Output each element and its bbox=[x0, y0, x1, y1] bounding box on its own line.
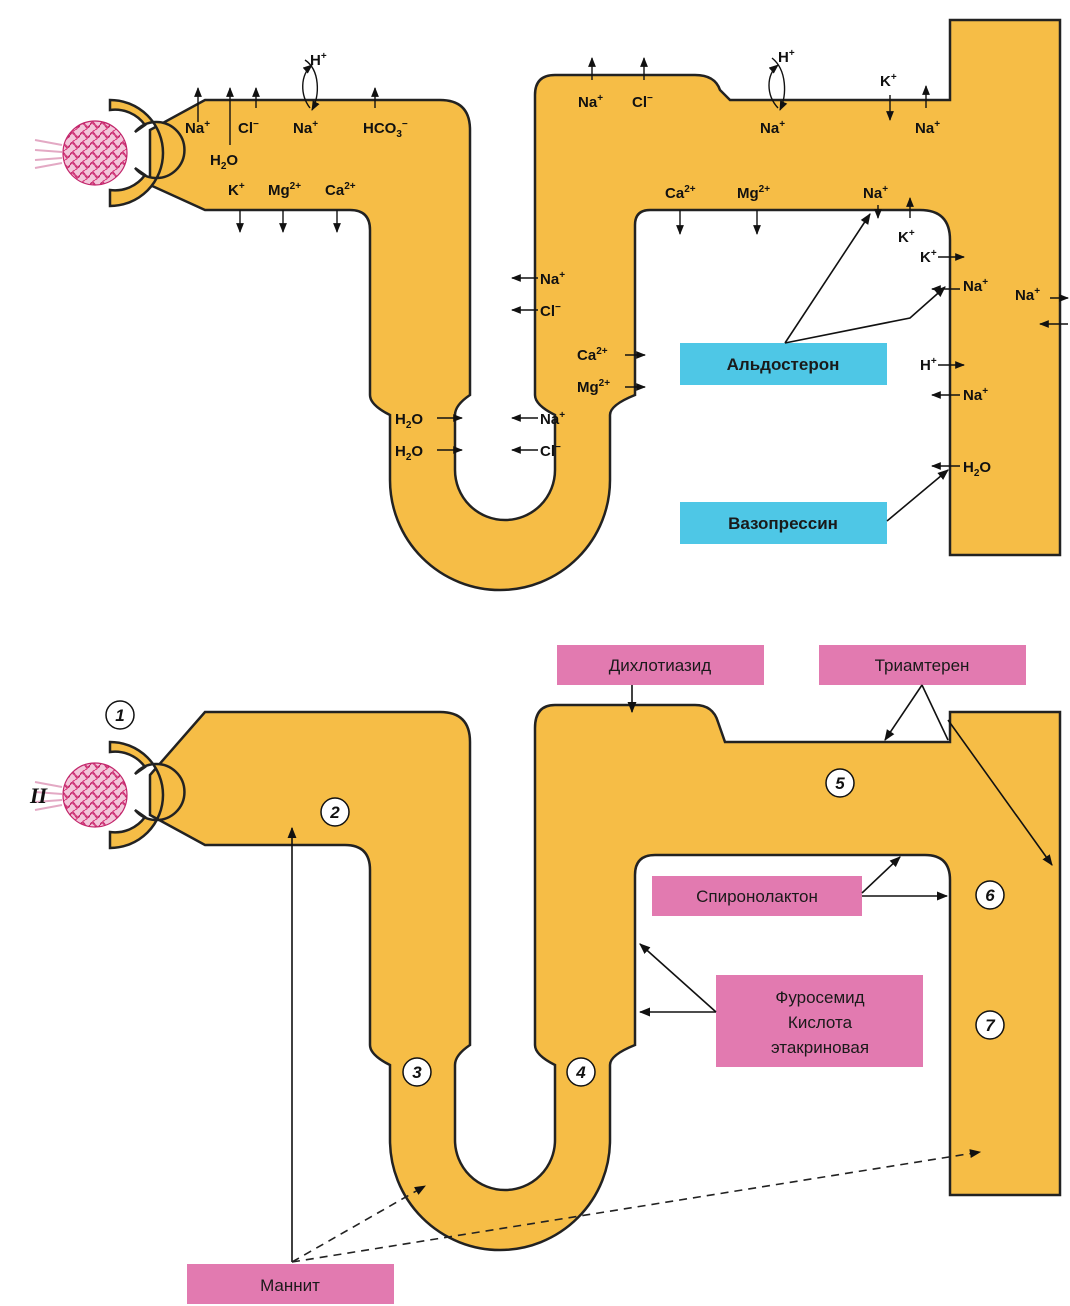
pt-h2o: H2O bbox=[210, 152, 238, 172]
pt-cl: Cl− bbox=[238, 119, 259, 137]
desc-h2o-2: H2O bbox=[395, 443, 423, 463]
top-pt-arrows bbox=[194, 59, 379, 233]
segment-number-markers: 1 2 3 4 5 6 7 bbox=[105, 700, 1005, 1087]
triamterene-label: Триамтерен bbox=[875, 656, 970, 675]
furosemide-label-line2: Кислота bbox=[788, 1013, 853, 1032]
dt-na: Na+ bbox=[578, 93, 603, 111]
pt-ca: Ca2+ bbox=[325, 181, 356, 199]
segment-7: 7 bbox=[985, 1016, 996, 1035]
bottom-tubule bbox=[148, 703, 1062, 1252]
dt-h: H+ bbox=[778, 48, 795, 66]
asc-na-2: Na+ bbox=[540, 410, 565, 428]
dt-na-2: Na+ bbox=[760, 119, 785, 137]
top-asc-arrows bbox=[511, 274, 646, 454]
asc-mg: Mg2+ bbox=[577, 378, 610, 396]
aldosterone-box: Альдостерон bbox=[680, 343, 887, 385]
bottom-afferent-vessels bbox=[34, 781, 63, 811]
dt-na-3: Na+ bbox=[915, 119, 940, 137]
drug-leader-lines bbox=[287, 684, 1053, 1263]
top-nephron bbox=[34, 18, 1062, 592]
dt-k: K+ bbox=[880, 72, 897, 90]
top-dt-arrows bbox=[588, 57, 930, 235]
asc-ca: Ca2+ bbox=[577, 346, 608, 364]
mannitol-label: Маннит bbox=[260, 1276, 320, 1295]
top-desc-arrows bbox=[437, 414, 463, 454]
triamterene-box: Триамтерен bbox=[819, 645, 1026, 685]
cd-na-1: Na+ bbox=[963, 277, 988, 295]
segment-3: 3 bbox=[412, 1063, 422, 1082]
segment-6: 6 bbox=[985, 886, 995, 905]
lt-k: K+ bbox=[898, 228, 915, 246]
spironolactone-label: Спиронолактон bbox=[696, 887, 818, 906]
vasopressin-box: Вазопрессин bbox=[680, 502, 887, 544]
bottom-nephron bbox=[34, 703, 1062, 1252]
vasopressin-label: Вазопрессин bbox=[728, 514, 838, 533]
dt-cl: Cl− bbox=[632, 93, 653, 111]
cd-k: K+ bbox=[920, 248, 937, 266]
furosemide-label-line3: этакриновая bbox=[771, 1038, 869, 1057]
top-tubule bbox=[148, 18, 1062, 592]
pt-k: K+ bbox=[228, 181, 245, 199]
dt-mg: Mg2+ bbox=[737, 184, 770, 202]
cd-h: H+ bbox=[920, 356, 937, 374]
asc-cl-2: Cl− bbox=[540, 442, 561, 460]
bottom-bowman-capsule bbox=[108, 740, 186, 850]
cd-na-out: Na+ bbox=[1015, 286, 1040, 304]
segment-5: 5 bbox=[835, 774, 845, 793]
furosemide-label-line1: Фуросемид bbox=[775, 988, 864, 1007]
hormone-leader-lines bbox=[784, 213, 949, 522]
mannitol-box: Маннит bbox=[187, 1264, 394, 1304]
aldosterone-label: Альдостерон bbox=[727, 355, 840, 374]
asc-cl-1: Cl− bbox=[540, 302, 561, 320]
dt-ca: Ca2+ bbox=[665, 184, 696, 202]
desc-h2o-1: H2O bbox=[395, 411, 423, 431]
cd-na-2: Na+ bbox=[963, 386, 988, 404]
spironolactone-box: Спиронолактон bbox=[652, 876, 862, 916]
pt-na-2: Na+ bbox=[293, 119, 318, 137]
dichlothiazide-label: Дихлотиазид bbox=[609, 656, 712, 675]
bottom-glomerulus bbox=[62, 762, 128, 828]
top-afferent-vessels bbox=[34, 139, 63, 169]
top-bowman-capsule bbox=[108, 98, 186, 208]
cd-h2o: H2O bbox=[963, 459, 991, 479]
segment-1: 1 bbox=[115, 706, 124, 725]
pt-h: H+ bbox=[310, 51, 327, 69]
pt-na-1: Na+ bbox=[185, 119, 210, 137]
dichlothiazide-box: Дихлотиазид bbox=[557, 645, 764, 685]
pt-mg: Mg2+ bbox=[268, 181, 301, 199]
asc-na-1: Na+ bbox=[540, 270, 565, 288]
segment-2: 2 bbox=[329, 803, 340, 822]
lt-na: Na+ bbox=[863, 184, 888, 202]
pt-hco3: HCO3− bbox=[363, 119, 408, 140]
furosemide-box: Фуросемид Кислота этакриновая bbox=[716, 975, 923, 1067]
segment-4: 4 bbox=[575, 1063, 586, 1082]
top-glomerulus bbox=[62, 120, 128, 186]
roman-numeral-label: II bbox=[29, 783, 49, 808]
